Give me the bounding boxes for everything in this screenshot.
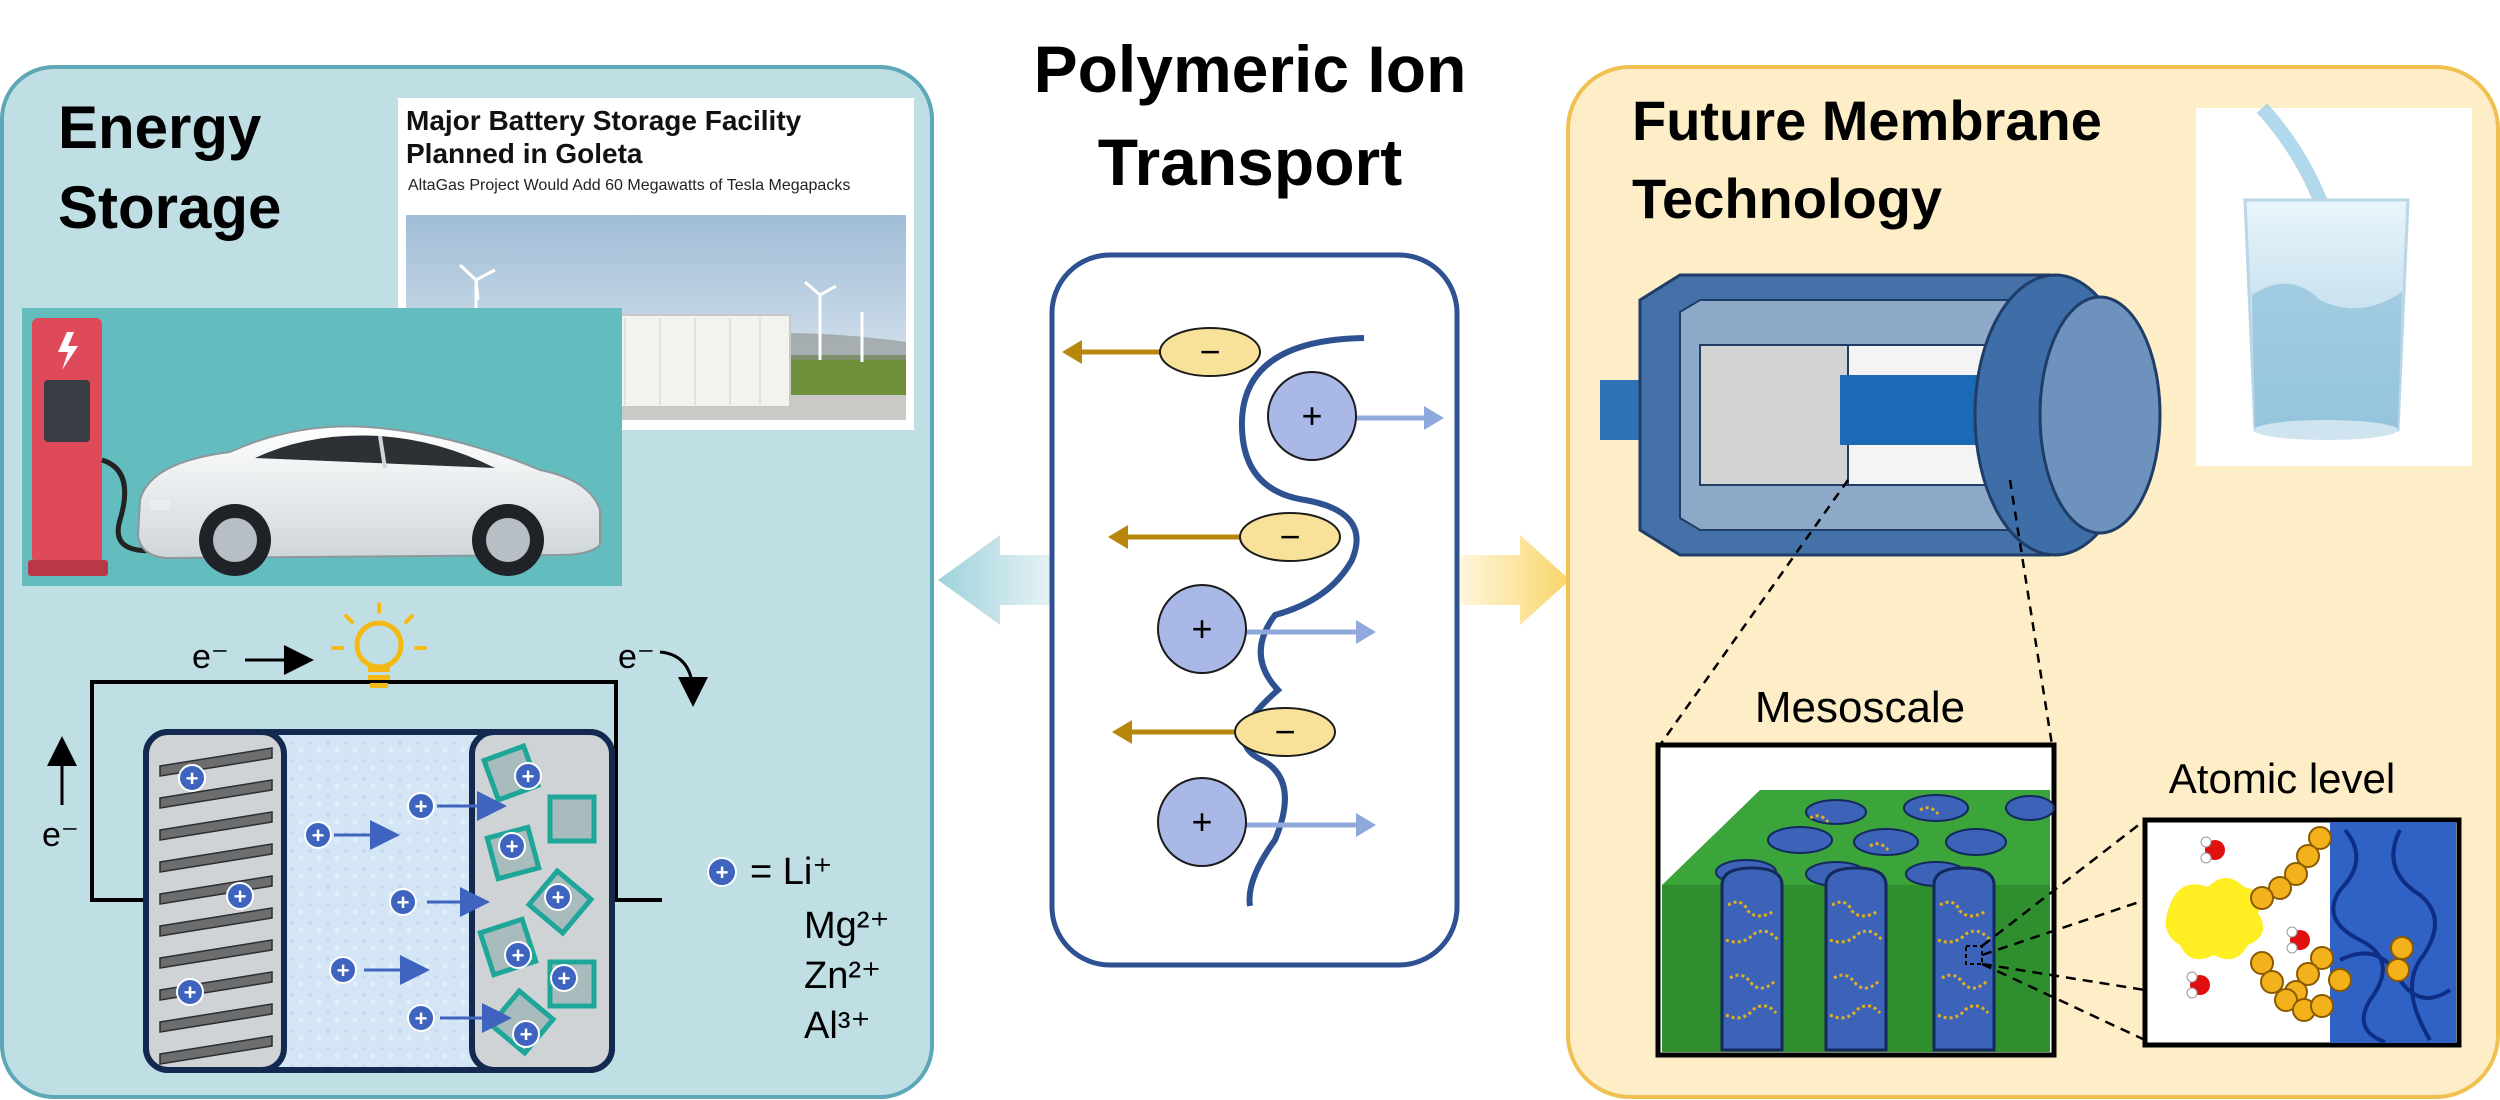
cation — [1157, 584, 1247, 674]
ion: + — [512, 1020, 540, 1048]
svg-text:+: + — [337, 958, 350, 983]
svg-text:−: − — [1279, 516, 1300, 557]
ion: + — [407, 1004, 435, 1032]
svg-text:+: + — [716, 860, 729, 885]
electron-label-top-right: e⁻ — [618, 638, 655, 676]
svg-text:+: + — [558, 966, 571, 991]
svg-text:+: + — [186, 766, 199, 791]
arrow-to-membrane — [1460, 535, 1570, 625]
ion: + — [514, 762, 542, 790]
membrane-title-line1: Future Membrane — [1632, 89, 2102, 152]
ion-legend: + = Li⁺ Mg²⁺ Zn²⁺ Al³⁺ — [707, 851, 890, 1047]
anion — [1159, 327, 1261, 377]
water-molecules — [2186, 836, 2310, 999]
energy-storage-panel: Energy Storage Major Battery Storage Fac… — [0, 65, 934, 1099]
charging-station — [28, 318, 176, 576]
energy-storage-title-line1: Energy — [58, 94, 262, 161]
svg-text:+: + — [512, 943, 525, 968]
electric-car — [136, 425, 601, 576]
lithium-ions: + + + + + + + + + + + + + + — [176, 762, 578, 1048]
electron-label-top-left: e⁻ — [192, 638, 229, 676]
lightbulb-icon — [331, 602, 427, 688]
svg-text:+: + — [522, 764, 535, 789]
ion: + — [544, 883, 572, 911]
svg-text:+: + — [1191, 608, 1212, 649]
center-title-line1: Polymeric Ion — [1034, 32, 1467, 106]
solute-cluster — [2165, 878, 2264, 960]
svg-text:+: + — [520, 1022, 533, 1047]
news-headline-line1: Major Battery Storage Facility — [406, 105, 802, 136]
svg-text:−: − — [1274, 711, 1295, 752]
polymer-beads — [2250, 826, 2414, 1022]
polymer-chain — [1238, 335, 1365, 907]
svg-text:+: + — [397, 890, 410, 915]
ion: + — [304, 821, 332, 849]
ion: + — [329, 956, 357, 984]
ion: + — [176, 978, 204, 1006]
future-membrane-panel: Future Membrane Technology Mesoscale — [1566, 65, 2500, 1099]
membrane-title-line2: Technology — [1632, 167, 1942, 230]
anions: − − − — [1062, 327, 1341, 757]
ion: + — [550, 964, 578, 992]
atomic-level-label: Atomic level — [2169, 755, 2395, 802]
water-glass-photo — [2196, 103, 2472, 466]
ion: + — [389, 888, 417, 916]
center-title-line2: Transport — [1098, 125, 1402, 199]
news-subhead: AltaGas Project Would Add 60 Megawatts o… — [408, 177, 850, 194]
mesoscale-view — [1655, 742, 2057, 1058]
cation — [1267, 371, 1357, 461]
ion: + — [178, 764, 206, 792]
polymeric-ion-transport-panel: Polymeric Ion Transport − − − + — [938, 32, 1570, 968]
anion — [1239, 512, 1341, 562]
ion: + — [498, 832, 526, 860]
svg-text:+: + — [506, 834, 519, 859]
electron-arrow-top-right — [659, 650, 708, 707]
anion — [1234, 707, 1336, 757]
energy-storage-title-line2: Storage — [58, 174, 281, 241]
cation — [1157, 777, 1247, 867]
ion: + — [504, 941, 532, 969]
svg-text:+: + — [415, 1006, 428, 1031]
battery-schematic: e⁻ e⁻ e⁻ — [42, 602, 890, 1073]
news-headline-line2: Planned in Goleta — [406, 138, 643, 169]
svg-text:+: + — [1191, 801, 1212, 842]
svg-text:+: + — [415, 794, 428, 819]
legend-li: = Li⁺ — [750, 851, 832, 893]
arrow-to-energy-storage — [938, 535, 1052, 625]
svg-text:+: + — [312, 823, 325, 848]
atomic-level-view — [2142, 817, 2462, 1048]
ion: + — [226, 882, 254, 910]
legend-al: Al³⁺ — [804, 1005, 871, 1047]
legend-ion-marker — [707, 857, 737, 887]
svg-text:−: − — [1199, 331, 1220, 372]
membrane-module — [1600, 273, 2162, 557]
ev-charging-illustration — [22, 308, 622, 586]
ion: + — [407, 792, 435, 820]
mesoscale-label: Mesoscale — [1755, 683, 1965, 732]
svg-text:+: + — [234, 884, 247, 909]
legend-zn: Zn²⁺ — [804, 955, 881, 997]
electron-label-left: e⁻ — [42, 816, 79, 854]
legend-mg: Mg²⁺ — [804, 905, 890, 947]
svg-text:+: + — [552, 885, 565, 910]
svg-text:+: + — [1301, 395, 1322, 436]
svg-text:+: + — [184, 980, 197, 1005]
cations: + + + — [1157, 371, 1444, 867]
polymer-box — [1049, 252, 1460, 968]
